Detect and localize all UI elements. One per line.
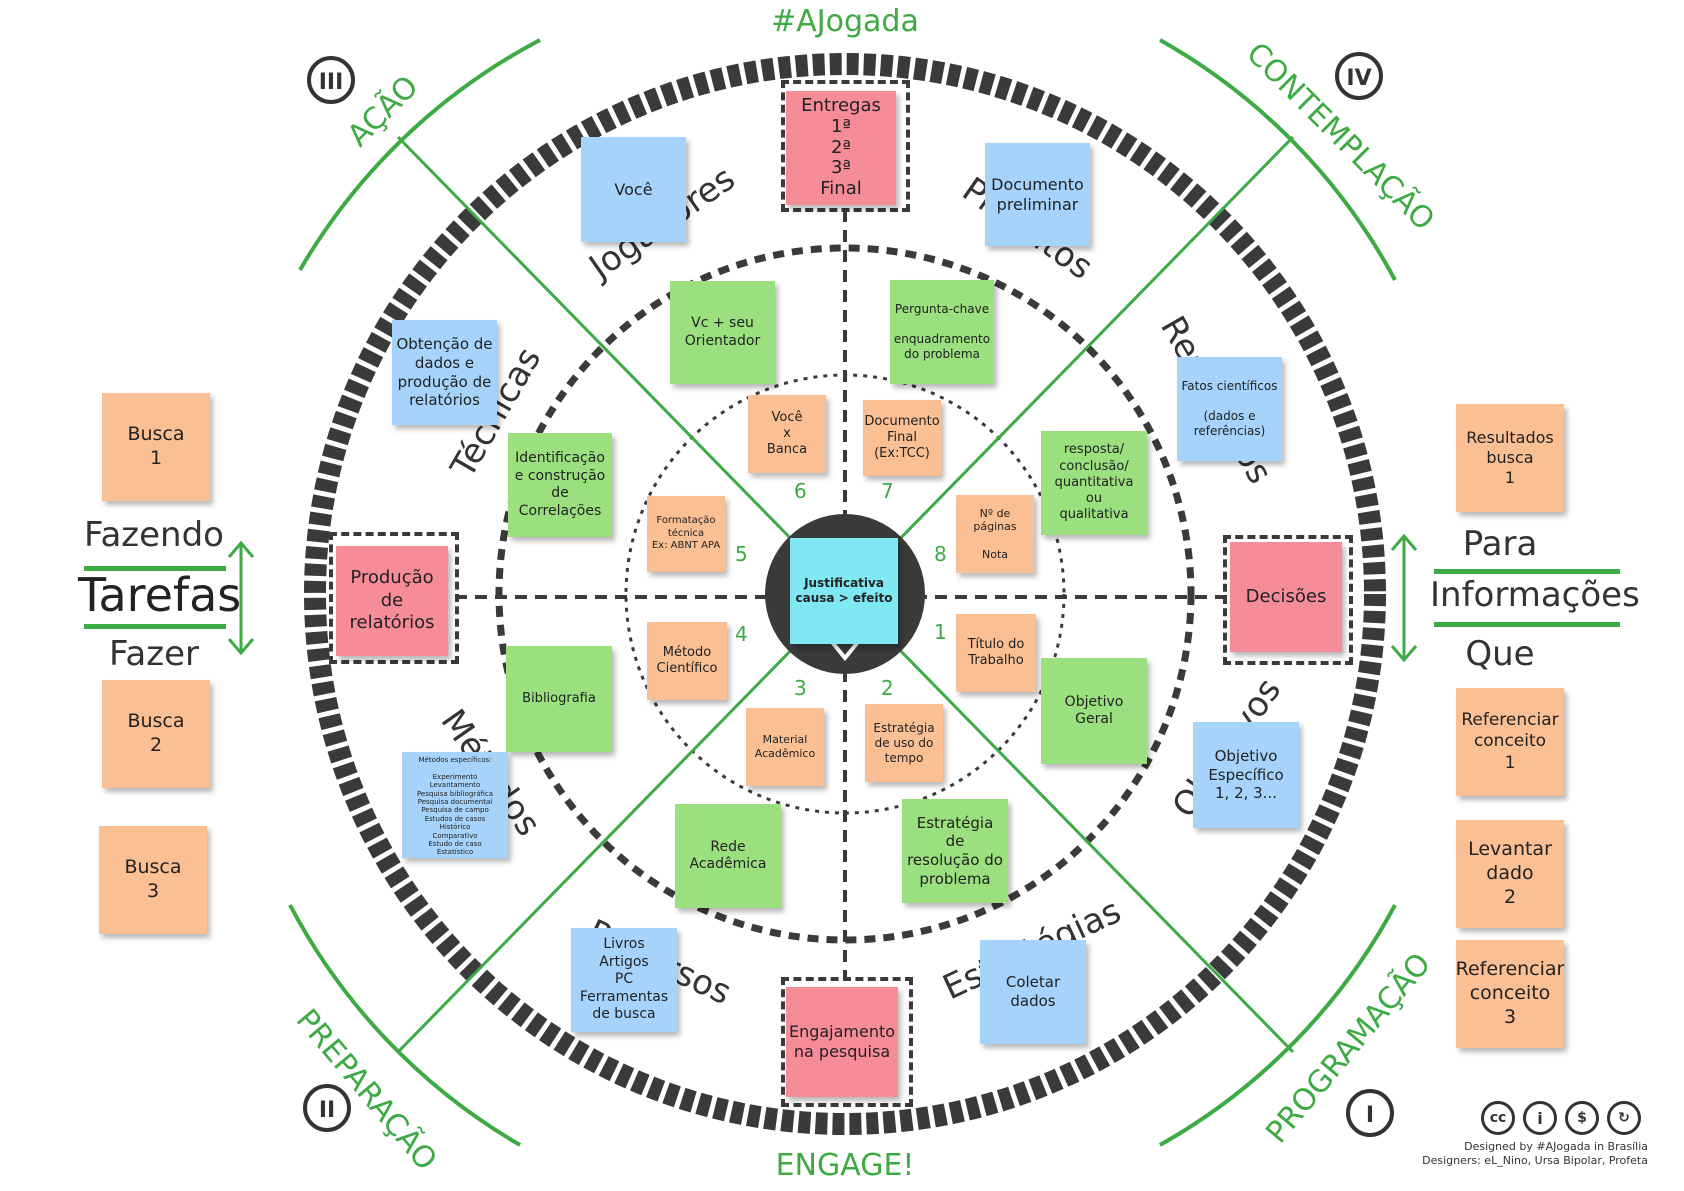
note-documento-preliminar[interactable]: Documento preliminar (985, 143, 1090, 246)
note-identificacao[interactable]: Identificação e construção de Correlaçõe… (508, 433, 612, 537)
note-material-academico[interactable]: Material Acadêmico (746, 708, 824, 786)
dashbox-entregas (781, 80, 910, 212)
note-rede-academica[interactable]: Rede Acadêmica (675, 804, 781, 908)
share-alike-icon: ↻ (1607, 1101, 1641, 1135)
page-title: #AJogada (771, 4, 919, 39)
roman-ii-icon: II (303, 1084, 351, 1132)
note-estrategia-tempo[interactable]: Estratégia de uso do tempo (865, 704, 943, 782)
svg-text:II: II (319, 1098, 335, 1123)
arc-acao (298, 38, 541, 272)
center-down-arrow (830, 640, 860, 662)
note-entregas[interactable]: Entregas 1ª 2ª 3ª Final (786, 91, 896, 205)
right-bar-bottom (1434, 622, 1620, 627)
step-number-3: 3 (794, 676, 807, 700)
roman-i-icon: I (1346, 1089, 1394, 1137)
note-decisoes[interactable]: Decisões (1230, 542, 1342, 652)
note-n-paginas[interactable]: Nº de páginas Nota (956, 495, 1034, 573)
non-commercial-icon: $ (1565, 1101, 1599, 1135)
right-label-que: Que (1465, 634, 1535, 674)
note-obtencao-dados[interactable]: Obtenção de dados e produção de relatóri… (392, 320, 497, 425)
note-pergunta-chave[interactable]: Pergunta-chave enquadramento do problema (890, 280, 994, 384)
middle-ring (495, 244, 1195, 944)
left-double-arrow-icon (227, 540, 255, 656)
note-referenciar-3[interactable]: Referenciar conceito 3 (1456, 940, 1564, 1048)
right-double-arrow-icon (1390, 533, 1418, 663)
left-label-fazer: Fazer (108, 634, 199, 674)
left-bar-top (84, 566, 226, 571)
note-voce-banca[interactable]: Você x Banca (748, 395, 826, 473)
svg-text:I: I (1366, 1103, 1374, 1128)
credits-line-2: Designers: eL_Nino, Ursa Bipolar, Profet… (1422, 1154, 1648, 1168)
credits: Designed by #AJogada in Brasília Designe… (1400, 1140, 1648, 1169)
note-resposta[interactable]: resposta/ conclusão/ quantitativa ou qua… (1041, 431, 1147, 535)
arc-contemplacao (1159, 38, 1397, 281)
note-coletar-dados[interactable]: Coletar dados (980, 940, 1086, 1044)
cc-icon: cc (1481, 1101, 1515, 1135)
note-levantar-2[interactable]: Levantar dado 2 (1456, 820, 1564, 928)
note-justificativa[interactable]: Justificativa causa > efeito (790, 538, 898, 644)
left-label-fazendo: Fazendo (84, 515, 224, 555)
note-busca-1[interactable]: Busca 1 (102, 393, 210, 501)
arc-programacao (1159, 904, 1397, 1147)
note-objetivo-especifico[interactable]: Objetivo Específico 1, 2, 3... (1193, 722, 1299, 828)
note-vc-orientador[interactable]: Vc + seu Orientador (670, 281, 775, 384)
roman-iv-icon: IV (1335, 52, 1383, 100)
attribution-icon: i (1523, 1101, 1557, 1135)
step-number-6: 6 (794, 479, 807, 503)
dashbox-decisoes (1223, 535, 1353, 665)
note-metodos-especificos[interactable]: Métodos específicos: Experimento Levanta… (402, 752, 508, 858)
dashbox-engajamento (781, 977, 913, 1107)
note-busca-3[interactable]: Busca 3 (99, 826, 207, 934)
right-label-informacoes: Informações (1430, 575, 1640, 615)
roman-iii-icon: III (307, 56, 355, 104)
note-producao-relatorios[interactable]: Produção de relatórios (336, 546, 448, 656)
left-bar-bottom (84, 624, 226, 629)
step-number-2: 2 (881, 676, 894, 700)
note-voce[interactable]: Você (581, 137, 686, 242)
bottom-title: ENGAGE! (775, 1148, 915, 1183)
note-titulo-trabalho[interactable]: Título do Trabalho (956, 614, 1036, 692)
note-resultados-busca[interactable]: Resultados busca 1 (1456, 404, 1564, 512)
note-engajamento[interactable]: Engajamento na pesquisa (786, 987, 898, 1097)
note-referenciar-1[interactable]: Referenciar conceito 1 (1456, 688, 1564, 796)
note-bibliografia[interactable]: Bibliografia (506, 646, 612, 752)
outer-ring (304, 53, 1386, 1135)
right-bar-top (1434, 569, 1620, 574)
note-documento-final[interactable]: Documento Final (Ex:TCC) (863, 400, 941, 476)
note-busca-2[interactable]: Busca 2 (102, 680, 210, 788)
left-label-tarefas: Tarefas (78, 568, 242, 622)
note-estrategia-resolucao[interactable]: Estratégia de resolução do problema (902, 799, 1008, 903)
svg-text:III: III (319, 70, 344, 95)
credits-line-1: Designed by #AJogada in Brasília (1464, 1140, 1648, 1153)
step-number-5: 5 (735, 542, 748, 566)
arc-preparacao (288, 904, 522, 1147)
right-label-para: Para (1462, 524, 1538, 564)
step-number-8: 8 (934, 542, 947, 566)
svg-text:IV: IV (1346, 66, 1371, 91)
step-number-1: 1 (934, 620, 947, 644)
note-formatacao-tecnica[interactable]: Formatação técnica Ex: ABNT APA (647, 496, 725, 572)
note-fatos-cientificos[interactable]: Fatos científicos (dados e referências) (1177, 357, 1282, 461)
step-number-4: 4 (735, 622, 748, 646)
note-objetivo-geral[interactable]: Objetivo Geral (1041, 658, 1147, 764)
note-metodo-cientifico[interactable]: Método Científico (647, 622, 727, 700)
note-livros-artigos[interactable]: Livros Artigos PC Ferramentas de busca (571, 928, 677, 1032)
step-number-7: 7 (881, 479, 894, 503)
dashbox-producao (329, 532, 459, 664)
